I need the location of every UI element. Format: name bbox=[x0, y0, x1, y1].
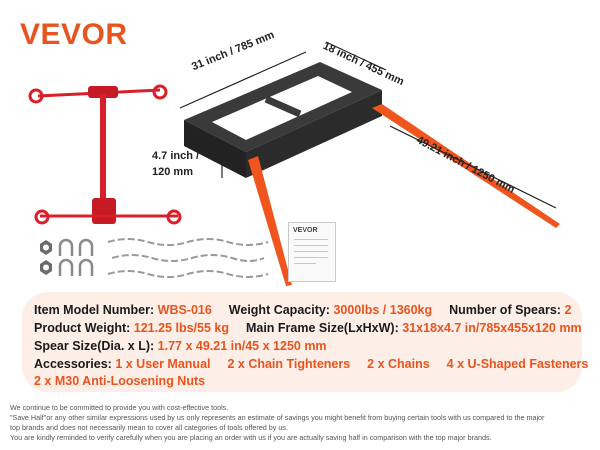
accessories-label: Accessories: bbox=[34, 357, 112, 371]
accessory-chains: 2 x Chains bbox=[367, 357, 430, 371]
dimension-height-2: 120 mm bbox=[152, 166, 193, 178]
frame-size-label: Main Frame Size(LxHxW): bbox=[245, 321, 399, 335]
weight-capacity-label: Weight Capacity: bbox=[228, 303, 330, 317]
manual-logo: VEVOR bbox=[293, 227, 318, 234]
product-weight-value: 121.25 lbs/55 kg bbox=[133, 321, 229, 335]
accessory-manual: 1 x User Manual bbox=[115, 357, 211, 371]
disclaimer-line-4: You are kindly reminded to verify carefu… bbox=[10, 433, 492, 442]
user-manual-icon: VEVOR bbox=[288, 222, 336, 282]
spec-row-2: Product Weight: 121.25 lbs/55 kg Main Fr… bbox=[34, 321, 582, 335]
spear-icon bbox=[248, 104, 560, 286]
spec-row-5: 2 x M30 Anti-Loosening Nuts bbox=[34, 374, 205, 388]
item-model-value: WBS-016 bbox=[157, 303, 212, 317]
chain-tightener-icon bbox=[28, 84, 182, 225]
product-illustration bbox=[28, 41, 560, 286]
accessory-chain-tighteners: 2 x Chain Tighteners bbox=[227, 357, 351, 371]
accessory-nuts: 2 x M30 Anti-Loosening Nuts bbox=[34, 374, 206, 388]
spear-size-value: 1.77 x 49.21 in/45 x 1250 mm bbox=[157, 339, 327, 353]
disclaimer-line-3: top brands and does not necessarily mean… bbox=[10, 423, 288, 432]
disclaimer-line-2: "Save Half"or any other similar expressi… bbox=[10, 413, 545, 422]
spear-size-label: Spear Size(Dia. x L): bbox=[34, 339, 155, 353]
spec-row-3: Spear Size(Dia. x L): 1.77 x 49.21 in/45… bbox=[34, 339, 327, 353]
product-weight-label: Product Weight: bbox=[34, 321, 131, 335]
spec-panel: Item Model Number: WBS-016 Weight Capaci… bbox=[22, 292, 588, 392]
bale-spear-frame bbox=[184, 62, 382, 178]
spec-row-4: Accessories: 1 x User Manual 2 x Chain T… bbox=[34, 357, 588, 371]
accessory-fasteners: 4 x U-Shaped Fasteners bbox=[446, 357, 589, 371]
hardware-icon bbox=[40, 238, 94, 276]
spears-label: Number of Spears: bbox=[449, 303, 561, 317]
spec-row-1: Item Model Number: WBS-016 Weight Capaci… bbox=[34, 303, 571, 317]
chain-icon bbox=[107, 238, 269, 278]
frame-size-value: 31x18x4.7 in/785x455x120 mm bbox=[402, 321, 582, 335]
dimension-height-1: 4.7 inch / bbox=[152, 150, 200, 162]
disclaimer-line-1: We continue to be committed to provide y… bbox=[10, 403, 229, 412]
spears-value: 2 bbox=[564, 303, 572, 317]
brand-logo: VEVOR bbox=[20, 18, 128, 51]
item-model-label: Item Model Number: bbox=[34, 303, 155, 317]
weight-capacity-value: 3000lbs / 1360kg bbox=[333, 303, 433, 317]
